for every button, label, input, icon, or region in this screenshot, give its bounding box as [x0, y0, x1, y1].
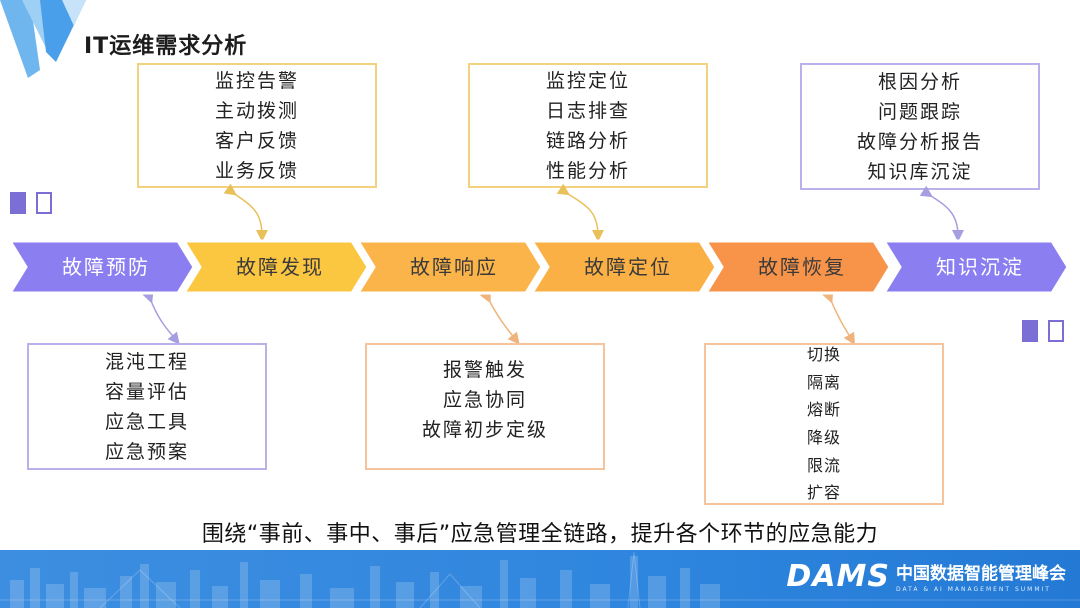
box-item: 故障初步定级 — [421, 419, 548, 441]
knowledge-box: 根因分析 问题跟踪 故障分析报告 知识库沉淀 — [800, 63, 1040, 190]
page-title: IT运维需求分析 — [84, 34, 248, 59]
box-item: 混沌工程 — [104, 350, 189, 373]
brand-cn: 中国数据智能管理峰会 — [896, 564, 1066, 584]
logo-icon — [0, 0, 86, 78]
flow-step-label: 故障预防 — [62, 255, 150, 279]
box-item: 隔离 — [806, 372, 841, 392]
box-item: 容量评估 — [104, 380, 189, 403]
footer-banner: DAMS 中国数据智能管理峰会 DATA & AI MANAGEMENT SUM… — [0, 550, 1080, 608]
box-item: 问题跟踪 — [877, 100, 962, 123]
box-item: 故障分析报告 — [856, 130, 983, 153]
decor-square-filled — [1022, 320, 1038, 342]
flow-step-label: 知识沉淀 — [936, 255, 1024, 279]
locate-box: 监控定位 日志排查 链路分析 性能分析 — [468, 63, 708, 188]
box-item: 客户反馈 — [214, 129, 299, 152]
box-item: 熔断 — [806, 400, 841, 420]
box-item: 主动拨测 — [214, 99, 299, 122]
box-item: 切换 — [806, 345, 841, 365]
flow-step-label: 故障响应 — [410, 255, 498, 279]
flow-step-shape — [881, 239, 1070, 295]
response-box: 报警触发 应急协同 故障初步定级 — [365, 343, 605, 470]
flow-step-shape — [529, 239, 718, 295]
flow-step-shape — [703, 239, 892, 295]
decor-square-outline — [1048, 320, 1064, 342]
box-item: 应急工具 — [104, 410, 189, 433]
flow-step-shape — [7, 239, 196, 295]
box-item: 应急预案 — [104, 440, 189, 463]
prevention-box: 混沌工程 容量评估 应急工具 应急预案 — [27, 343, 267, 470]
box-item: 业务反馈 — [214, 159, 299, 182]
brand-en: DATA & AI MANAGEMENT SUMMIT — [896, 586, 1051, 593]
box-item: 根因分析 — [877, 70, 962, 93]
box-item: 链路分析 — [545, 129, 630, 152]
skyline-illustration — [0, 551, 1080, 608]
box-item: 限流 — [806, 455, 841, 475]
brand: DAMS 中国数据智能管理峰会 DATA & AI MANAGEMENT SUM… — [786, 560, 1066, 594]
box-item: 监控定位 — [545, 69, 630, 92]
flow-step-label: 故障定位 — [584, 255, 672, 279]
decor-square-outline — [36, 192, 52, 214]
box-item: 降级 — [806, 428, 841, 447]
box-item: 扩容 — [806, 483, 841, 503]
brand-mark: DAMS — [786, 559, 890, 594]
box-item: 性能分析 — [545, 159, 630, 182]
box-item: 应急协同 — [442, 389, 527, 411]
flow-chevrons: 故障预防 故障发现 故障响应 故障定位 故障恢复 知识沉淀 — [7, 239, 1070, 295]
decor-square-filled — [10, 192, 26, 214]
flow-step-label: 故障发现 — [236, 255, 324, 279]
recovery-box: 切换 隔离 熔断 降级 限流 扩容 — [704, 343, 944, 505]
box-item: 日志排查 — [545, 99, 630, 122]
flow-step-label: 故障恢复 — [758, 255, 846, 279]
flow-step-shape — [181, 239, 370, 295]
box-item: 监控告警 — [214, 69, 299, 92]
box-item: 报警触发 — [442, 359, 527, 381]
flow-step-shape — [355, 239, 544, 295]
caption: 围绕“事前、事中、事后”应急管理全链路，提升各个环节的应急能力 — [201, 522, 879, 547]
discovery-box: 监控告警 主动拨测 客户反馈 业务反馈 — [137, 63, 377, 188]
box-item: 知识库沉淀 — [867, 160, 973, 183]
